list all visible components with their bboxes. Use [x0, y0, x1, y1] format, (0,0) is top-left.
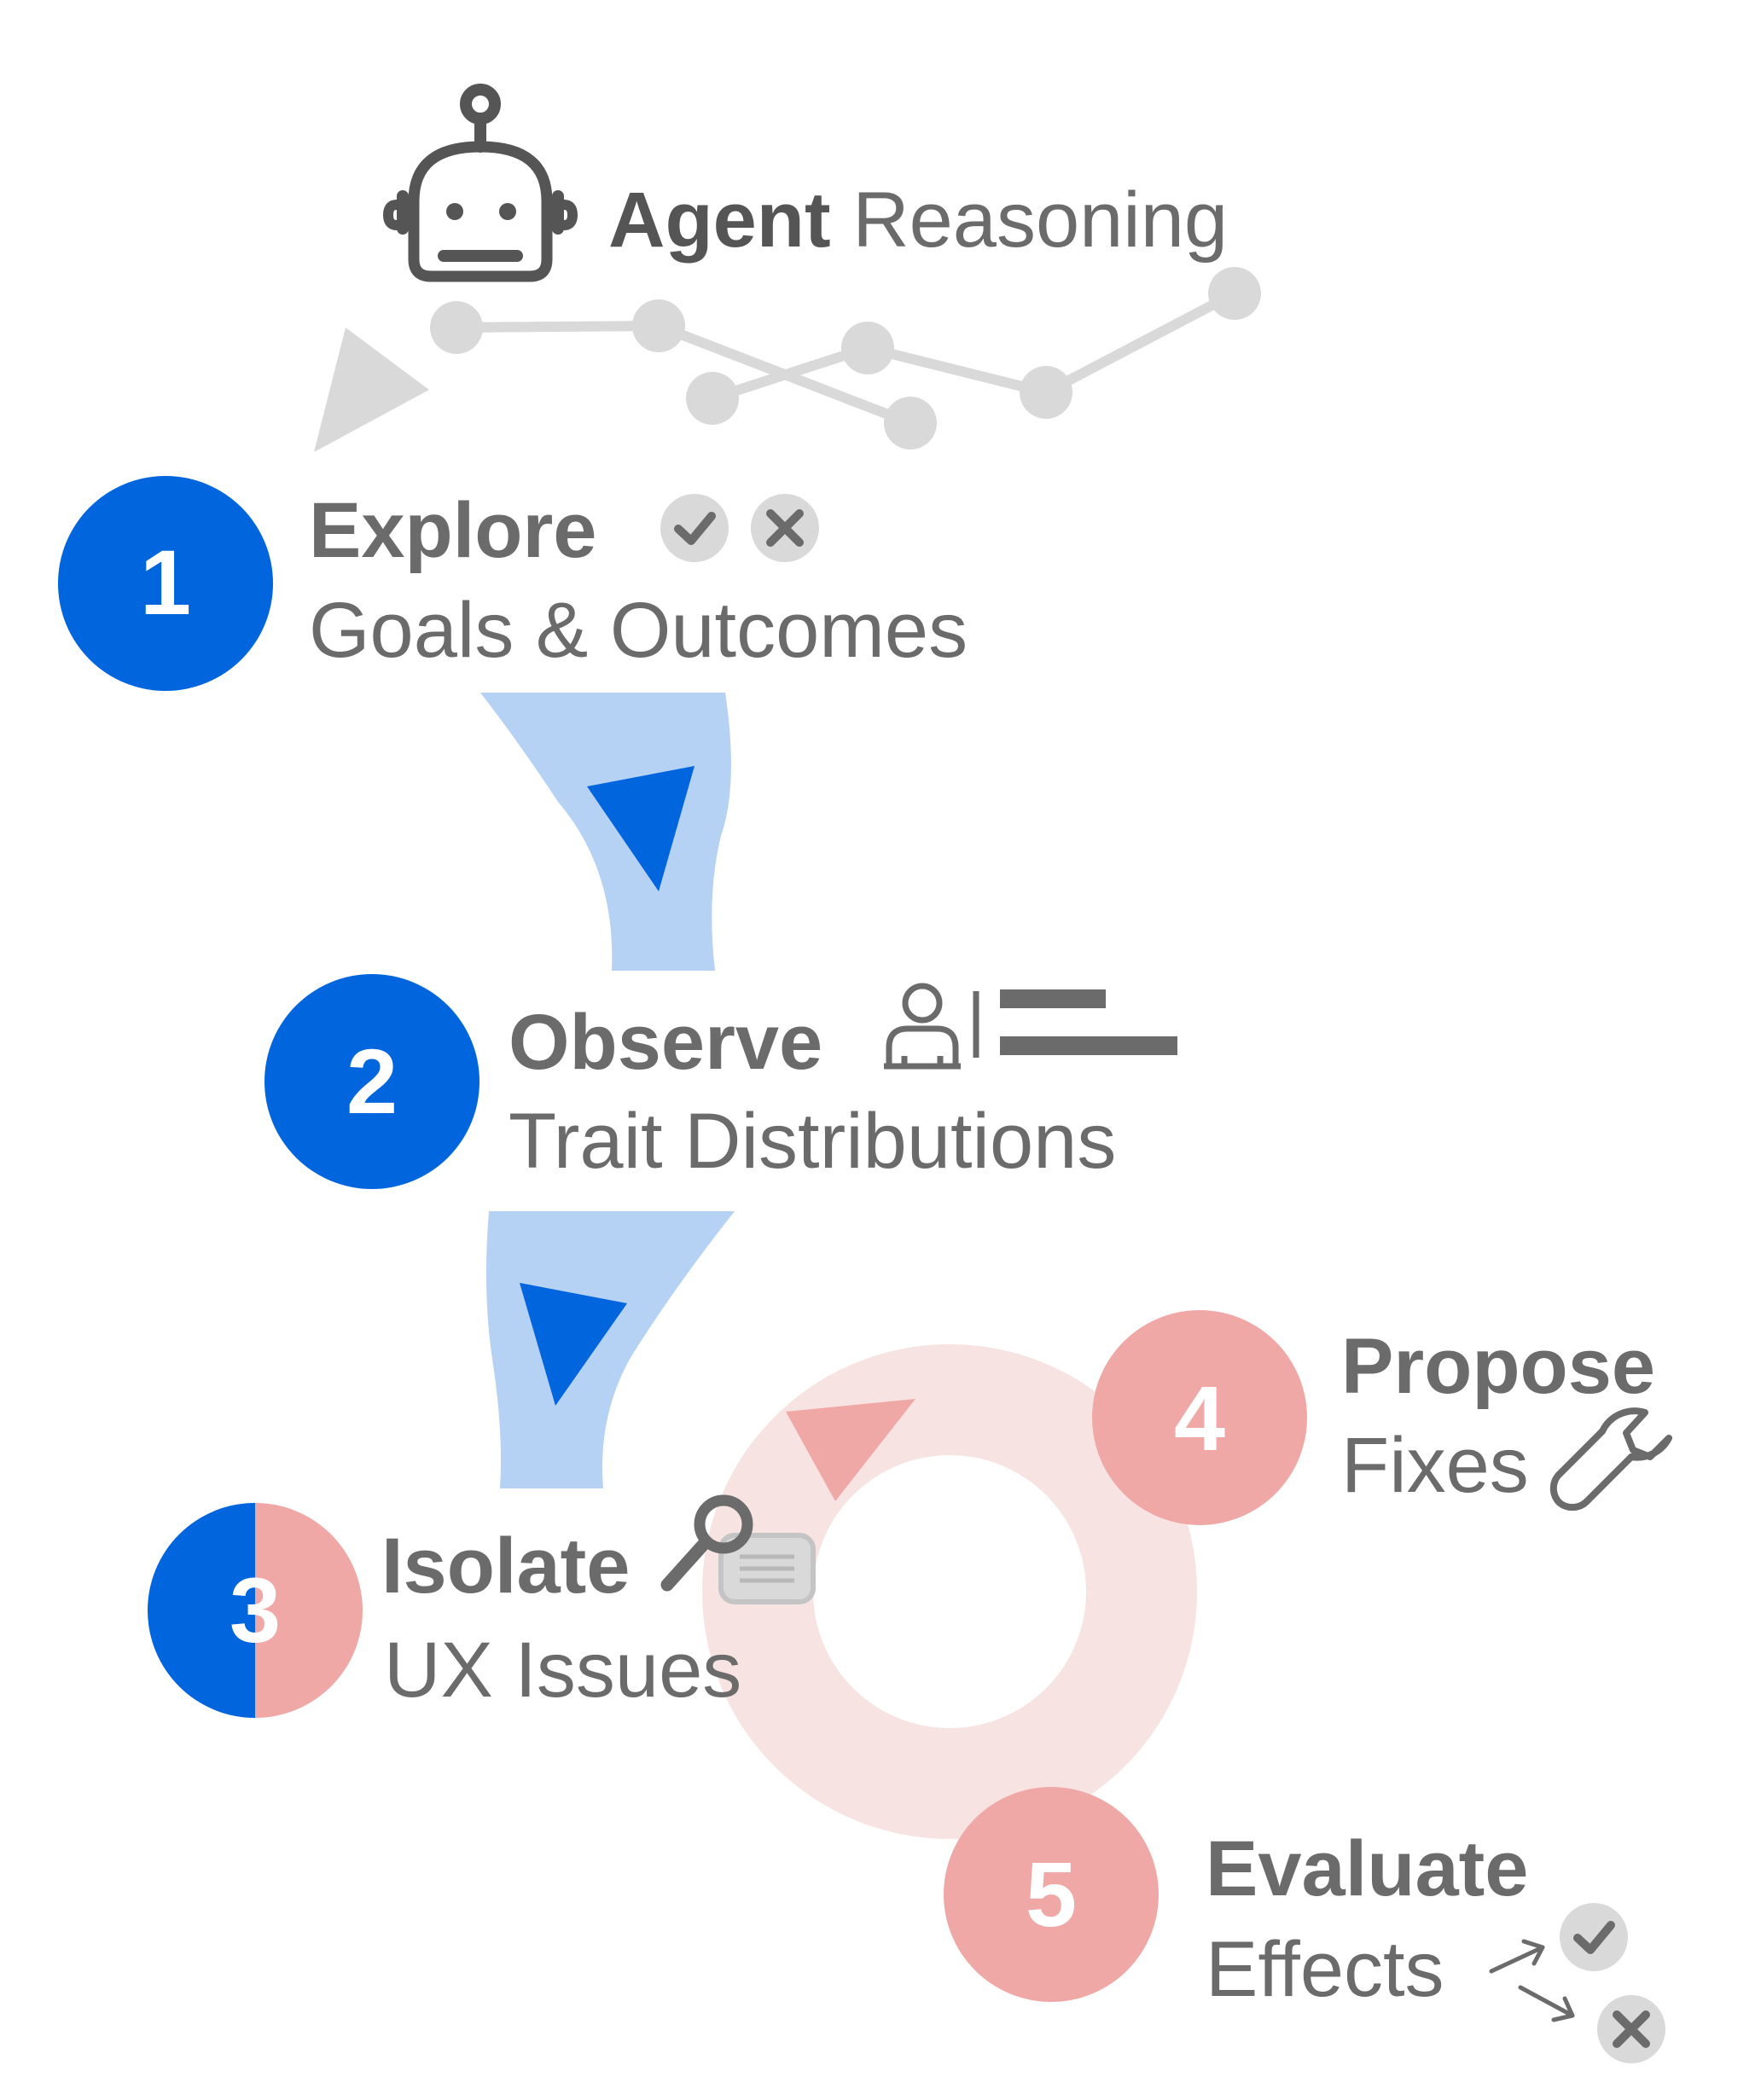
step-3-circle: 3 [148, 1503, 363, 1718]
path-arrow-icon [314, 328, 429, 452]
step-5-subtitle: Effects [1206, 1926, 1444, 2013]
magnifier-icon [660, 1494, 753, 1592]
step-2-circle: 2 [264, 974, 479, 1189]
header-title-regular: Reasoning [852, 177, 1229, 264]
step-1-subtitle: Goals & Outcomes [309, 587, 968, 674]
step-4-title: Propose [1341, 1323, 1656, 1410]
step-5-circle: 5 [944, 1787, 1159, 2002]
robot-icon [383, 84, 578, 282]
flow-arrow-icon [520, 1283, 627, 1406]
reasoning-path-graph [314, 267, 1261, 452]
check-icon [1560, 1903, 1628, 1971]
person-icon [884, 983, 961, 1070]
step-3-subtitle: UX Issues [384, 1627, 742, 1714]
step-4-circle: 4 [1092, 1310, 1307, 1525]
step-1-circle: 1 [58, 476, 273, 691]
flow-arrow-icon [587, 766, 695, 891]
arrow-icon [1518, 1985, 1575, 2022]
bar-chart-icon [1000, 989, 1177, 1055]
card-icon [718, 1533, 816, 1604]
wrench-icon [1549, 1407, 1672, 1511]
step-2-title: Observe [509, 999, 823, 1086]
step-number: 4 [1174, 1366, 1225, 1470]
step-number: 1 [140, 531, 191, 634]
iteration-arrow-icon [786, 1399, 915, 1501]
step-2-subtitle: Trait Distributions [509, 1098, 1117, 1185]
step-3-title: Isolate [381, 1523, 631, 1610]
header-title: Agent Reasoning [608, 181, 1228, 259]
step-5-title: Evaluate [1206, 1825, 1529, 1912]
flow-band-1-2 [480, 693, 731, 971]
header-title-bold: Agent [608, 177, 831, 264]
arrow-icon [1489, 1939, 1545, 1974]
x-icon [1597, 1995, 1665, 2063]
x-icon [751, 494, 819, 562]
flow-band-2-3 [485, 1211, 735, 1488]
step-number: 3 [230, 1558, 281, 1662]
check-icon [660, 494, 729, 562]
step-number: 2 [346, 1030, 398, 1133]
step-4-subtitle: Fixes [1341, 1422, 1529, 1509]
step-1-title: Explore [309, 487, 597, 574]
step-number: 5 [1026, 1842, 1077, 1946]
